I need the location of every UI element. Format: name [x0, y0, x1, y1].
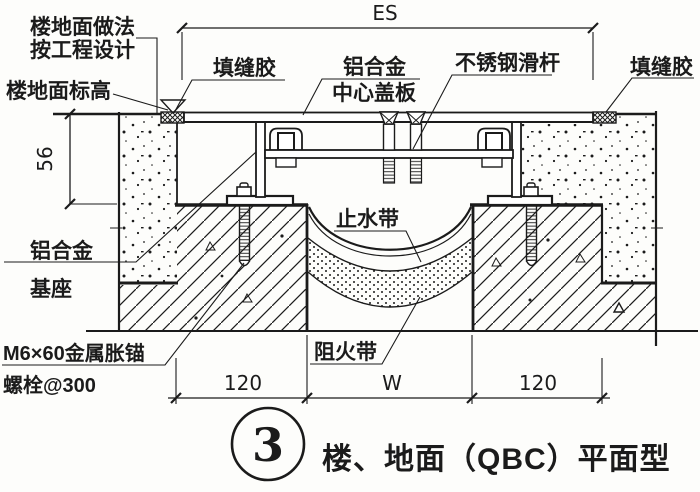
- anchor-bolt-left: [236, 182, 252, 267]
- label-cover-plate-1: 铝合金: [343, 55, 407, 79]
- leader-base: [4, 151, 257, 263]
- label-fire-barrier: 阻火带: [314, 340, 377, 364]
- label-floor-method-1: 楼地面做法: [30, 15, 135, 39]
- label-base-2: 基座: [30, 277, 72, 301]
- dim-56-value: 56: [33, 146, 57, 171]
- leader-sealant-right: [605, 77, 694, 113]
- label-waterstop: 止水带: [336, 207, 399, 231]
- anchor-bolt-right: [523, 182, 539, 267]
- label-floor-method-2: 按工程设计: [30, 38, 135, 62]
- elevation-marker-icon: [159, 99, 187, 115]
- detail-number: 3: [252, 418, 284, 472]
- dimension-es: ES: [176, 1, 599, 80]
- leader-fire-barrier: [310, 296, 421, 365]
- detail-number-circle: [230, 406, 306, 482]
- label-anchor-2: 螺栓@300: [3, 373, 96, 397]
- label-cover-plate-2: 中心盖板: [332, 81, 417, 105]
- leader-lines: [2, 37, 694, 366]
- label-base-1: 铝合金: [30, 239, 94, 263]
- detail-title-text: 楼、地面（QBC）平面型: [322, 442, 671, 476]
- fire-barrier-band: [307, 237, 473, 308]
- label-anchor-1: M6×60金属胀锚: [3, 341, 145, 365]
- dimension-bottom: 120 W 120: [168, 335, 610, 404]
- label-slide-rod: 不锈钢滑杆: [455, 51, 560, 75]
- dim-120-left: 120: [224, 371, 262, 395]
- dim-120-right: 120: [519, 371, 557, 395]
- screw-a-head: [378, 111, 400, 125]
- screw-b-head: [405, 111, 427, 125]
- leader-cover-plate: [302, 78, 420, 116]
- sealant-right-block: [592, 111, 617, 124]
- leader-waterstop: [334, 230, 422, 263]
- label-sealant-left: 填缝胶: [213, 56, 276, 80]
- base-post-left: [255, 121, 266, 198]
- waterstop-membrane: [307, 206, 473, 257]
- label-sealant-right: 填缝胶: [630, 55, 693, 79]
- label-floor-level: 楼地面标高: [6, 79, 111, 103]
- leader-slide-rod: [412, 74, 552, 150]
- detail-title: 3 楼、地面（QBC）平面型: [230, 406, 671, 482]
- dim-es-value: ES: [372, 1, 397, 25]
- leader-anchor: [2, 262, 245, 366]
- dimension-56: 56: [33, 108, 117, 210]
- leader-floor-level: [112, 93, 169, 111]
- dim-w: W: [382, 371, 402, 395]
- base-post-right: [511, 121, 522, 198]
- sealant-left-block: [160, 111, 185, 124]
- leader-floor-method: [136, 37, 158, 113]
- leader-sealant-left: [173, 79, 285, 114]
- concrete-screed-left: [110, 114, 178, 285]
